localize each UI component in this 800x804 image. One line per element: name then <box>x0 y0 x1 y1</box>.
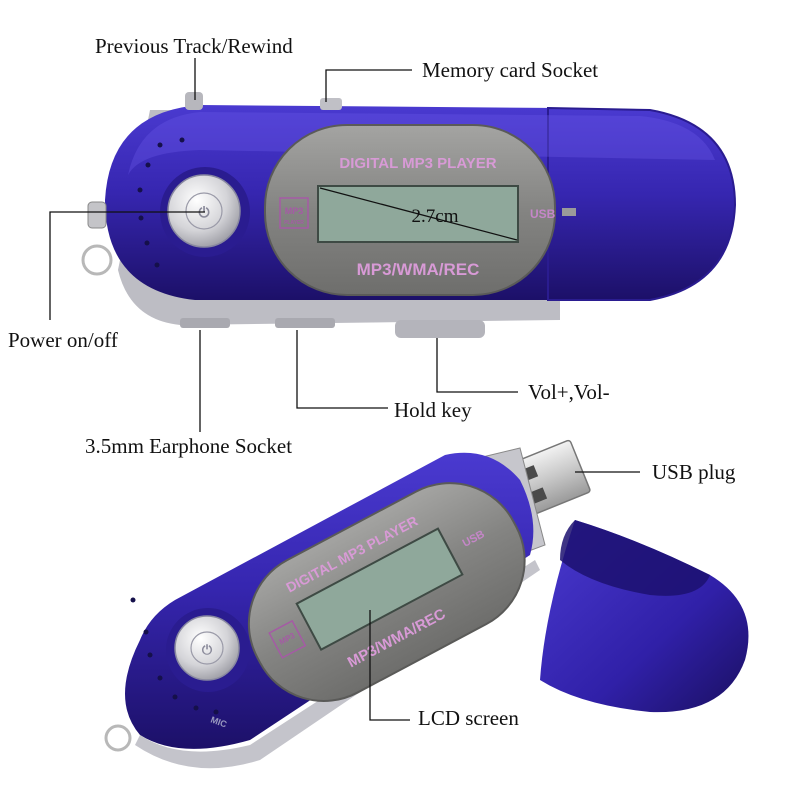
label-earphone: 3.5mm Earphone Socket <box>85 434 293 458</box>
bottom-player: DIGITAL MP3 PLAYER MP3/WMA/REC MP3 USB ⏻… <box>104 439 591 769</box>
top-formats-text: MP3/WMA/REC <box>357 260 480 279</box>
measurement-label: 2.7cm <box>412 206 459 227</box>
top-power-button[interactable] <box>167 174 241 248</box>
callout-lines <box>49 58 640 721</box>
top-cap <box>547 106 737 301</box>
top-brand-text: DIGITAL MP3 PLAYER <box>339 155 496 172</box>
top-mp3-logo-sub: PLAYER <box>284 220 304 226</box>
top-mp3-logo: MP3 <box>285 206 304 216</box>
label-volume: Vol+,Vol- <box>528 380 610 404</box>
bottom-power-glyph-icon: ⏻ <box>202 642 213 657</box>
label-memory-card: Memory card Socket <box>422 58 599 82</box>
label-lcd: LCD screen <box>418 706 519 730</box>
bottom-lanyard-ring-icon <box>104 724 132 752</box>
measurement-line <box>319 187 518 241</box>
top-rewind-button[interactable] <box>185 92 203 110</box>
top-usb-mark: USB <box>530 207 556 221</box>
label-hold: Hold key <box>394 398 472 422</box>
top-speaker-holes <box>137 137 185 268</box>
bottom-lcd <box>295 527 464 651</box>
bottom-speaker-holes <box>130 597 219 715</box>
top-volume-rocker[interactable] <box>395 320 485 338</box>
label-usb-plug: USB plug <box>652 460 736 484</box>
bottom-power-button[interactable] <box>174 615 240 681</box>
top-player: ⏻ DIGITAL MP3 PLAYER MP3/WMA/REC MP3 PLA… <box>81 92 737 338</box>
top-lanyard-ring-icon <box>81 244 113 276</box>
label-previous-track: Previous Track/Rewind <box>95 34 293 58</box>
label-power: Power on/off <box>8 328 118 352</box>
